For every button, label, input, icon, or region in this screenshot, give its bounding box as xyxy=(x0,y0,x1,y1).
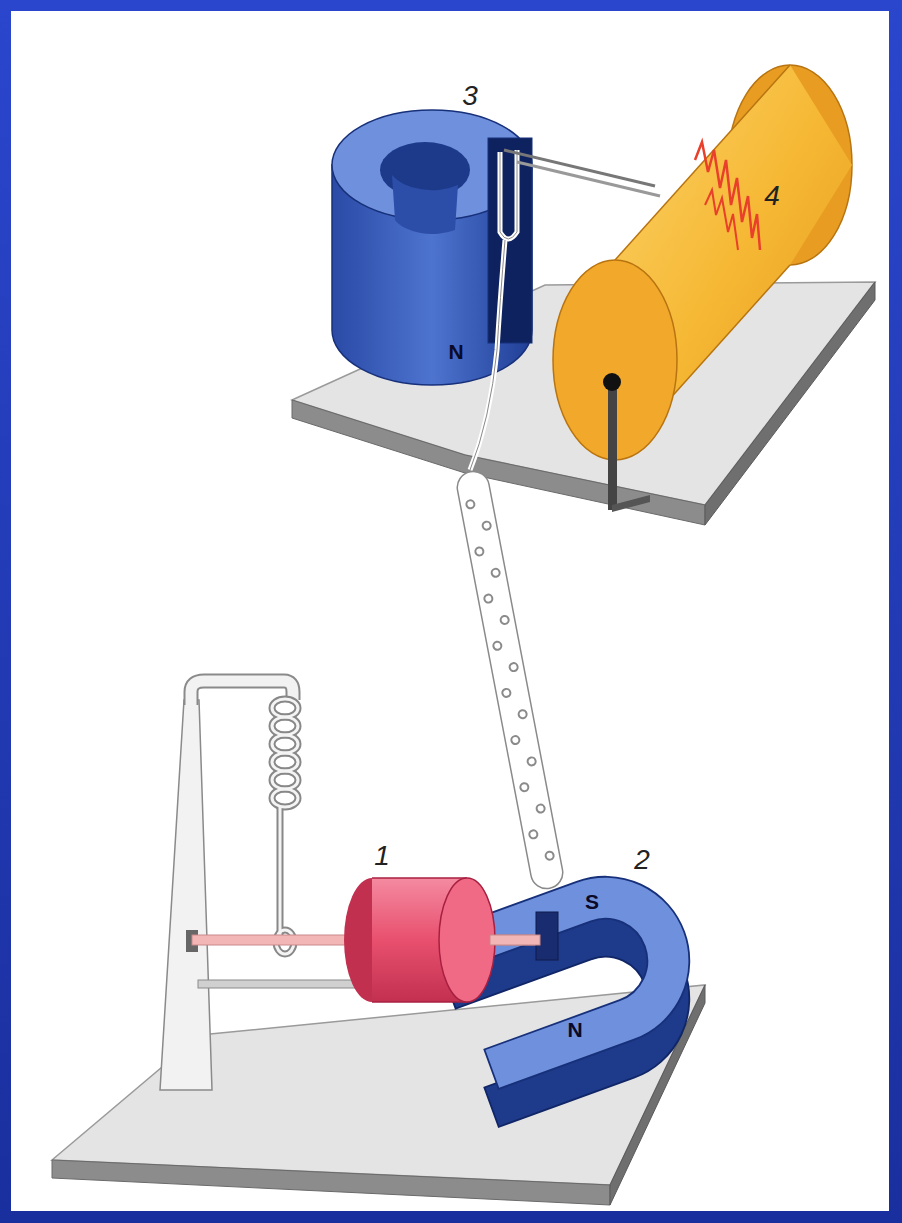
callout-number: 4 xyxy=(764,181,780,212)
link-chain xyxy=(500,615,509,624)
link-chain xyxy=(482,521,491,530)
recording-drum xyxy=(705,190,738,250)
callout-number: 3 xyxy=(462,81,478,112)
spring xyxy=(272,699,298,954)
link-chain xyxy=(466,497,555,862)
pole-label: S xyxy=(585,890,599,913)
callout-number: 2 xyxy=(634,845,650,876)
stand-post xyxy=(160,700,212,1090)
link-chain xyxy=(520,783,529,792)
coil-wire xyxy=(500,150,517,239)
link-chain xyxy=(511,735,520,744)
recording-drum xyxy=(608,382,617,510)
horseshoe-magnet xyxy=(488,138,532,343)
coil-wire xyxy=(470,240,505,470)
link-chain xyxy=(475,547,484,556)
link-chain xyxy=(455,469,566,891)
link-chain xyxy=(502,688,511,697)
horseshoe-magnet xyxy=(488,138,532,343)
lower-platform xyxy=(52,1160,610,1205)
spring xyxy=(277,806,284,935)
link-chain xyxy=(545,851,554,860)
callout-number: 1 xyxy=(374,841,390,872)
recording-drum xyxy=(603,373,621,391)
link-chain xyxy=(509,662,518,671)
link-chain xyxy=(518,710,527,719)
recording-drum xyxy=(553,65,852,512)
link-chain xyxy=(536,804,545,813)
link-chain xyxy=(484,594,493,603)
pole-label: N xyxy=(567,1018,582,1041)
coil-wire xyxy=(504,150,655,186)
link-chain xyxy=(491,568,500,577)
horseshoe-magnet xyxy=(392,175,458,234)
spring xyxy=(272,789,298,807)
recording-drum xyxy=(612,495,650,512)
pendulum-weight xyxy=(372,877,467,879)
spring xyxy=(272,717,298,735)
spring xyxy=(272,699,298,954)
spring xyxy=(272,753,298,771)
pendulum-weight xyxy=(372,1001,467,1003)
link-chain xyxy=(466,500,475,509)
link-chain xyxy=(493,641,502,650)
spring xyxy=(279,806,282,935)
spring xyxy=(272,699,298,954)
link-chain xyxy=(527,757,536,766)
spring xyxy=(272,735,298,753)
link-chain xyxy=(455,469,566,891)
recording-drum xyxy=(615,65,790,260)
pendulum-weight xyxy=(344,878,540,1002)
coil-wire xyxy=(500,150,517,239)
pole-label: N xyxy=(448,340,463,363)
coil-wire xyxy=(517,162,660,196)
spring xyxy=(272,789,298,807)
link-chain xyxy=(529,830,538,839)
spring xyxy=(272,699,298,717)
recording-drum xyxy=(695,142,760,250)
pendulum-weight xyxy=(490,935,540,945)
spring xyxy=(272,771,298,789)
coil-wire xyxy=(470,240,505,470)
pendulum-weight xyxy=(439,878,495,1002)
